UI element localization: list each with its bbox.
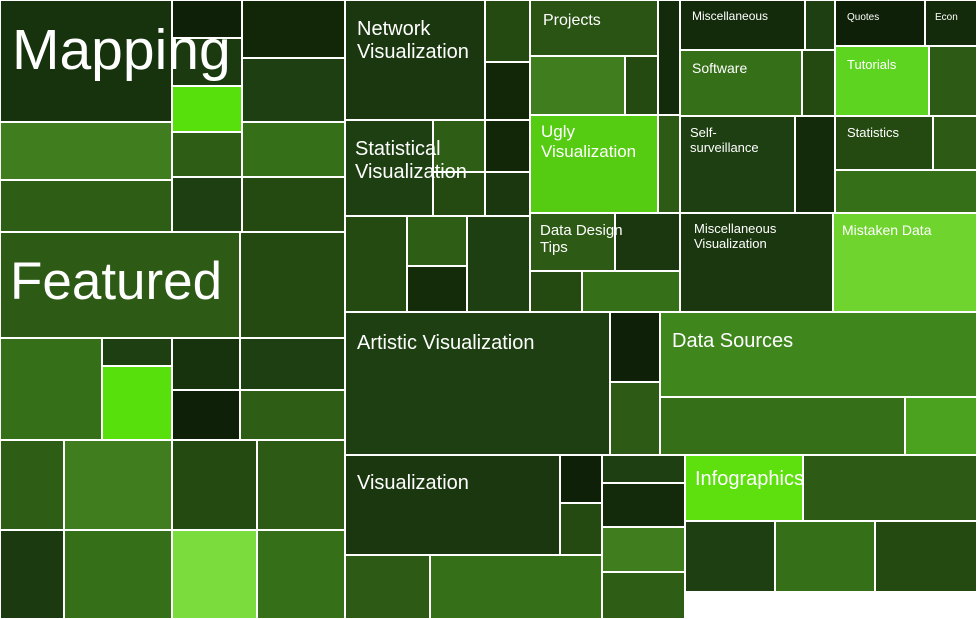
treemap-tile-67[interactable] — [610, 312, 660, 382]
treemap-tile-76[interactable] — [430, 555, 602, 619]
treemap-tile-85[interactable] — [875, 521, 977, 592]
treemap-tile-77[interactable] — [602, 455, 685, 483]
treemap-tile-41[interactable] — [530, 0, 658, 56]
treemap-tile-38[interactable] — [407, 216, 467, 266]
treemap-tile-34[interactable] — [485, 120, 530, 172]
treemap-tile-2[interactable] — [172, 38, 242, 86]
treemap-tile-75[interactable] — [345, 555, 430, 619]
treemap-tile-37[interactable] — [345, 216, 407, 312]
treemap-tile-9[interactable] — [172, 177, 242, 232]
treemap-tile-25[interactable] — [172, 440, 257, 530]
treemap-tile-22[interactable] — [0, 530, 64, 619]
treemap-tile-32[interactable] — [345, 120, 433, 216]
treemap-tile-65[interactable] — [833, 213, 977, 312]
treemap-tile-13[interactable] — [240, 232, 345, 338]
treemap-tile-8[interactable] — [172, 132, 242, 177]
treemap-tile-78[interactable] — [602, 483, 685, 527]
treemap-tile-82[interactable] — [803, 455, 977, 521]
treemap-tile-31[interactable] — [485, 62, 530, 120]
treemap-tile-47[interactable] — [530, 213, 615, 271]
treemap-tile-44[interactable] — [658, 0, 680, 115]
treemap-tile-79[interactable] — [602, 527, 685, 572]
treemap-tile-56[interactable] — [802, 50, 835, 116]
treemap-tile-15[interactable] — [102, 338, 172, 366]
treemap-tile-61[interactable] — [835, 116, 933, 170]
treemap-tile-30[interactable] — [485, 0, 530, 62]
treemap-tile-26[interactable] — [257, 440, 345, 530]
treemap-tile-39[interactable] — [407, 266, 467, 312]
treemap-tile-36[interactable] — [485, 172, 530, 216]
treemap-tile-43[interactable] — [625, 56, 658, 115]
treemap-tile-27[interactable] — [172, 530, 257, 619]
treemap-tile-62[interactable] — [933, 116, 977, 170]
treemap-tile-52[interactable] — [805, 0, 835, 50]
treemap-tile-49[interactable] — [530, 271, 582, 312]
treemap-tile-35[interactable] — [433, 172, 485, 216]
treemap-tile-24[interactable] — [64, 530, 172, 619]
treemap-tile-40[interactable] — [467, 216, 530, 312]
treemap-tile-33[interactable] — [433, 120, 485, 172]
treemap-tile-83[interactable] — [685, 521, 775, 592]
treemap-tile-58[interactable] — [929, 46, 977, 116]
treemap-tile-57[interactable] — [835, 46, 929, 116]
treemap-tile-68[interactable] — [610, 382, 660, 455]
treemap-tile-21[interactable] — [0, 440, 64, 530]
treemap-tile-7[interactable] — [0, 180, 172, 232]
treemap-tile-29[interactable] — [345, 0, 485, 120]
treemap-tile-81[interactable] — [685, 455, 803, 521]
treemap-tile-28[interactable] — [257, 530, 345, 619]
treemap-tile-42[interactable] — [530, 56, 625, 115]
treemap-tile-1[interactable] — [172, 0, 242, 38]
treemap-tile-64[interactable] — [680, 213, 833, 312]
treemap-tile-12[interactable] — [0, 232, 240, 338]
treemap-tile-17[interactable] — [172, 338, 240, 390]
treemap-tile-19[interactable] — [240, 338, 345, 390]
treemap-tile-6[interactable] — [0, 122, 172, 180]
treemap-tile-60[interactable] — [795, 116, 835, 213]
treemap-tile-16[interactable] — [102, 366, 172, 440]
treemap-tile-71[interactable] — [905, 397, 977, 455]
treemap-tile-59[interactable] — [680, 116, 795, 213]
treemap-tile-80[interactable] — [602, 572, 685, 619]
treemap-tile-0[interactable] — [0, 0, 172, 122]
treemap-tile-69[interactable] — [660, 312, 977, 397]
treemap-tile-73[interactable] — [560, 455, 602, 503]
treemap-tile-70[interactable] — [660, 397, 905, 455]
treemap-tile-5[interactable] — [172, 86, 242, 132]
treemap-tile-55[interactable] — [680, 50, 802, 116]
treemap-tile-14[interactable] — [0, 338, 102, 440]
treemap-tile-50[interactable] — [582, 271, 680, 312]
treemap-tile-10[interactable] — [242, 122, 345, 177]
treemap-tile-63[interactable] — [835, 170, 977, 213]
treemap-tile-48[interactable] — [615, 213, 680, 271]
treemap-tile-4[interactable] — [242, 58, 345, 122]
treemap-tile-45[interactable] — [530, 115, 658, 213]
treemap-tile-74[interactable] — [560, 503, 602, 555]
treemap-tile-3[interactable] — [242, 0, 345, 58]
treemap-tile-23[interactable] — [64, 440, 172, 530]
treemap-tile-20[interactable] — [240, 390, 345, 440]
treemap-tile-66[interactable] — [345, 312, 610, 455]
treemap-tile-46[interactable] — [658, 115, 680, 213]
treemap-tile-72[interactable] — [345, 455, 560, 555]
treemap-tile-11[interactable] — [242, 177, 345, 232]
treemap-tile-18[interactable] — [172, 390, 240, 440]
treemap-tile-51[interactable] — [680, 0, 805, 50]
treemap-tile-84[interactable] — [775, 521, 875, 592]
treemap-tile-54[interactable] — [925, 0, 977, 46]
treemap-tile-53[interactable] — [835, 0, 925, 46]
